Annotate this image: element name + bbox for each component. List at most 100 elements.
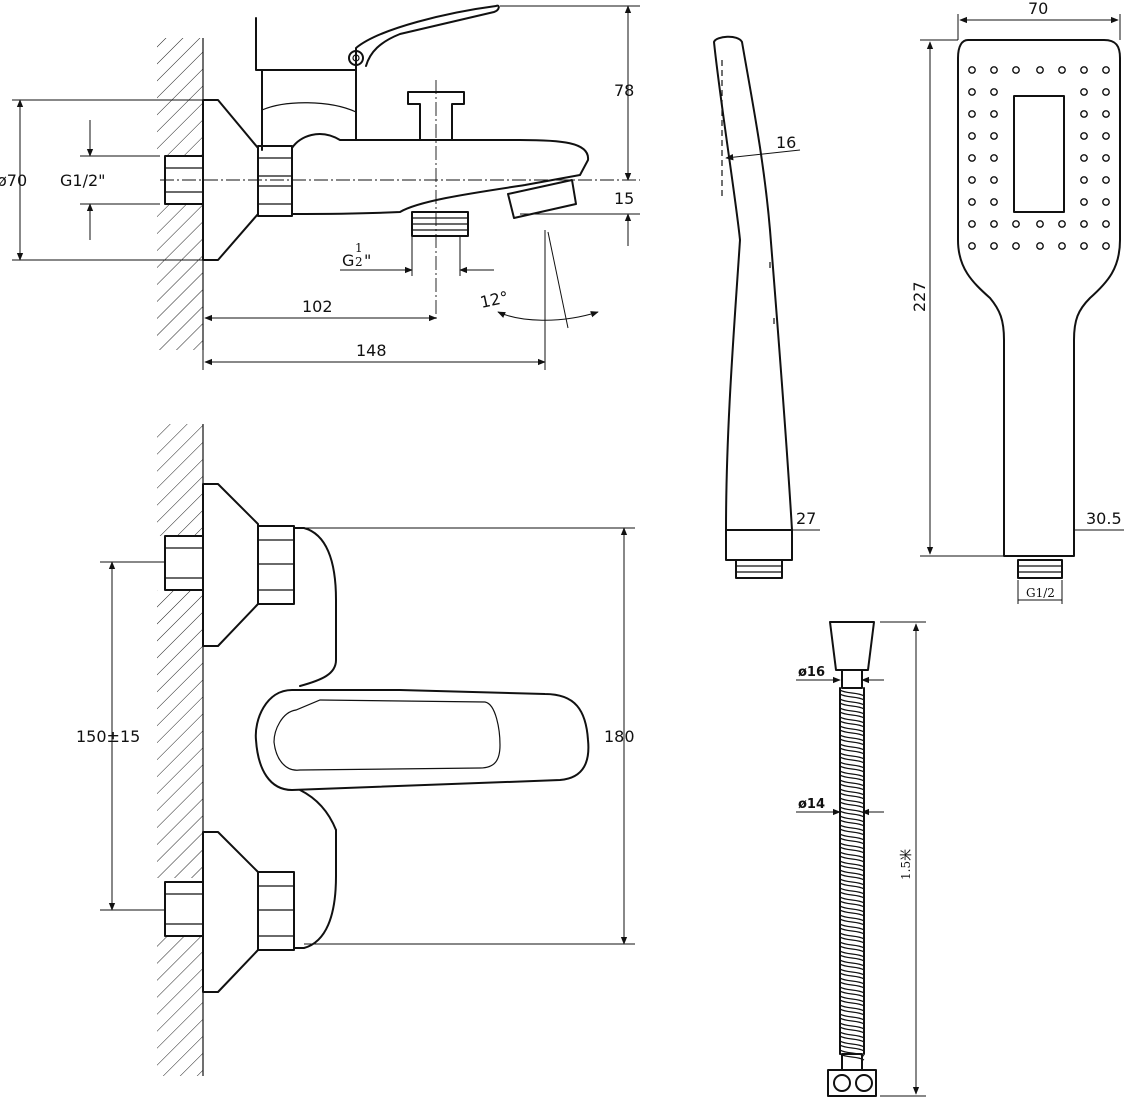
hose-coil-ridge bbox=[839, 761, 865, 773]
dim-label-27: 27 bbox=[796, 509, 816, 528]
nozzle-dot bbox=[990, 66, 998, 74]
hose-coil-ridge bbox=[839, 860, 865, 872]
nozzle-dot bbox=[1080, 110, 1088, 118]
nozzle-dot bbox=[1102, 66, 1110, 74]
front-view: 150±15 180 bbox=[76, 424, 635, 1076]
nozzle-dot bbox=[968, 198, 976, 206]
nozzle-dot bbox=[1102, 242, 1110, 250]
handshower-head bbox=[957, 39, 1121, 557]
nozzle-dot bbox=[968, 242, 976, 250]
wall-hatch-lower bbox=[157, 204, 203, 350]
dim-label-phi14: ø14 bbox=[798, 797, 825, 812]
nozzle-dot bbox=[990, 198, 998, 206]
hose-cone-nut bbox=[829, 621, 875, 671]
nozzle-dot bbox=[1012, 66, 1020, 74]
side-view: ø70 G1/2" 78 15 G 1 2 " 102 148 bbox=[0, 4, 640, 370]
hose-coil-ridge bbox=[839, 842, 865, 854]
nozzle-dot bbox=[990, 242, 998, 250]
nozzle-dot bbox=[1080, 220, 1088, 228]
dim-label-dia70: ø70 bbox=[0, 171, 27, 190]
nozzle-dot bbox=[1012, 242, 1020, 250]
hex-nut bbox=[257, 145, 293, 217]
hose-coil-ridge bbox=[839, 1040, 865, 1052]
hose-coil-ridge bbox=[839, 815, 865, 827]
hose-coil-ridge bbox=[839, 869, 865, 881]
hose: ø16 ø14 1.5米 bbox=[796, 621, 926, 1097]
hose-coil-ridge bbox=[839, 1004, 865, 1016]
nozzle-dot bbox=[1102, 176, 1110, 184]
dim-label-150: 150±15 bbox=[76, 727, 140, 746]
mixer-body bbox=[291, 133, 590, 215]
nozzle-dot bbox=[1102, 220, 1110, 228]
nozzle-dot bbox=[1080, 66, 1088, 74]
nozzle-dot bbox=[1102, 110, 1110, 118]
nozzle-dot bbox=[968, 66, 976, 74]
hose-coil-ridge bbox=[839, 725, 865, 737]
nozzle-dot bbox=[1058, 66, 1066, 74]
dim-label-g-lead: G bbox=[342, 251, 354, 270]
hose-coil-ridge bbox=[839, 770, 865, 782]
nozzle-dot bbox=[1080, 88, 1088, 96]
dim-label-g12: G1/2" bbox=[60, 171, 106, 190]
hose-coil-ridge bbox=[839, 896, 865, 908]
dim-label-70: 70 bbox=[1028, 0, 1048, 18]
hose-coil-ridge bbox=[839, 1022, 865, 1034]
hose-coil-ridge bbox=[839, 743, 865, 755]
dim-label-148: 148 bbox=[356, 341, 387, 360]
hose-coil-ridge bbox=[839, 707, 865, 719]
dim-label-g-den: 2 bbox=[355, 255, 363, 269]
diverter-knob bbox=[407, 91, 465, 141]
nozzle-dot bbox=[990, 110, 998, 118]
nozzle-dot bbox=[1036, 220, 1044, 228]
shower-outlet-thread bbox=[411, 211, 469, 237]
nozzle-grid bbox=[968, 66, 1110, 250]
hose-coil bbox=[839, 687, 865, 1061]
nozzle-dot bbox=[1080, 242, 1088, 250]
hose-coil-ridge bbox=[839, 752, 865, 764]
spout-aerator bbox=[507, 179, 577, 219]
nozzle-dot bbox=[1080, 176, 1088, 184]
dim-label-15: 15 bbox=[614, 189, 634, 208]
hose-coil-ridge bbox=[839, 824, 865, 836]
dim-label-78: 78 bbox=[614, 81, 634, 100]
hose-coil-ridge bbox=[839, 698, 865, 710]
nozzle-dot bbox=[990, 220, 998, 228]
hose-coil-ridge bbox=[839, 851, 865, 863]
dim-label-102: 102 bbox=[302, 297, 333, 316]
hose-coil-ridge bbox=[839, 914, 865, 926]
handshower-side: 16 27 bbox=[713, 35, 820, 579]
nozzle-dot bbox=[1036, 66, 1044, 74]
nozzle-dot bbox=[990, 132, 998, 140]
hose-coil-ridge bbox=[839, 734, 865, 746]
hose-coil-ridge bbox=[839, 995, 865, 1007]
nozzle-dot bbox=[968, 110, 976, 118]
nozzle-dot bbox=[990, 176, 998, 184]
hose-coil-ridge bbox=[839, 977, 865, 989]
dim-label-g-num: 1 bbox=[355, 241, 363, 255]
nozzle-dot bbox=[1036, 242, 1044, 250]
hose-coil-ridge bbox=[839, 932, 865, 944]
handshower-front: 70 227 30.5 G1/2 bbox=[910, 0, 1124, 604]
hose-coil-ridge bbox=[839, 941, 865, 953]
hose-coil-ridge bbox=[839, 923, 865, 935]
dim-label-g12-small: G1/2 bbox=[1026, 586, 1055, 600]
nozzle-dot bbox=[1102, 198, 1110, 206]
hose-end-nut bbox=[827, 1069, 877, 1097]
nozzle-dot bbox=[1058, 220, 1066, 228]
lever-front bbox=[254, 689, 590, 791]
nozzle-dot bbox=[968, 176, 976, 184]
dim-label-180: 180 bbox=[604, 727, 635, 746]
dim-label-angle12: 12° bbox=[478, 287, 510, 311]
handshower-face-panel bbox=[1013, 95, 1065, 213]
hose-coil-ridge bbox=[839, 959, 865, 971]
nozzle-dot bbox=[1080, 154, 1088, 162]
nozzle-dot bbox=[968, 154, 976, 162]
nozzle-dot bbox=[990, 88, 998, 96]
nozzle-dot bbox=[1102, 132, 1110, 140]
wall-hatch-upper bbox=[157, 38, 203, 156]
hose-coil-ridge bbox=[839, 833, 865, 845]
nozzle-dot bbox=[968, 220, 976, 228]
hose-coil-ridge bbox=[839, 878, 865, 890]
hose-coil-ridge bbox=[839, 1031, 865, 1043]
